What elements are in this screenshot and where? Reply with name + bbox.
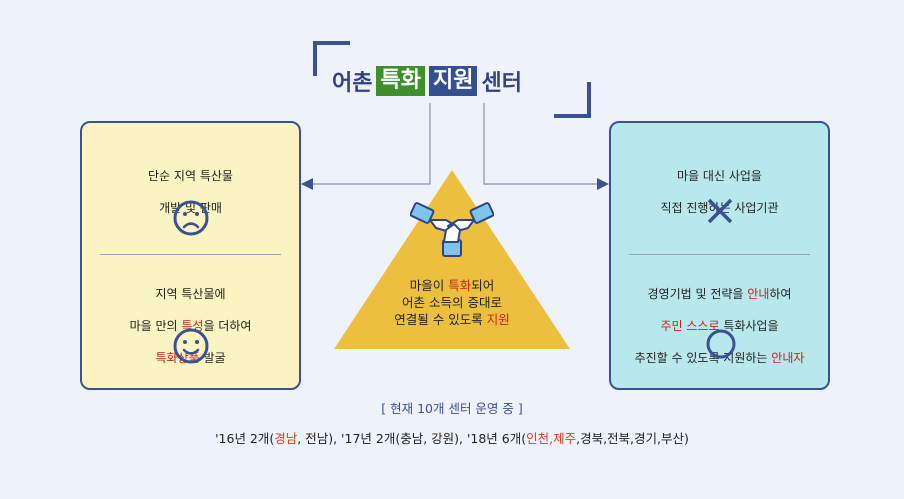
right-top-text: 마을 대신 사업을 직접 진행하는 사업기관: [611, 152, 828, 232]
top-left-bracket: [313, 41, 350, 76]
right-connector-line: [483, 103, 598, 185]
title-suffix: 센터: [481, 71, 522, 96]
center-triangle: [334, 170, 570, 349]
right-divider: [629, 254, 810, 255]
cross-icon: [707, 198, 733, 224]
left-bottom-line3-part: 발굴: [199, 351, 226, 365]
center-line1: 마을이 특화되어: [360, 277, 544, 294]
right-bottom-line2: 주민 스스로 특화사업을: [611, 318, 828, 334]
right-arrow-icon: [597, 178, 609, 190]
right-bottom-line1-part2: 하여: [769, 287, 792, 301]
right-bottom-line2-part: 특화사업을: [719, 319, 779, 333]
center-line1-highlight: 특화: [448, 278, 472, 293]
right-top-line1: 마을 대신 사업을: [677, 169, 762, 183]
page-title: 어촌 특화 지원 센터: [332, 66, 522, 96]
bottom-right-bracket: [554, 82, 591, 118]
history-part2: , 전남), '17년 2개(충남, 강원), '18년 6개(: [297, 431, 527, 446]
center-history: '16년 2개(경남, 전남), '17년 2개(충남, 강원), '18년 6…: [0, 428, 904, 447]
title-highlight-blue: 지원: [428, 66, 478, 96]
operation-status: [ 현재 10개 센터 운영 중 ]: [381, 401, 523, 416]
center-line3-part: 연결될 수 있도록: [394, 312, 487, 327]
center-description: 마을이 특화되어 어촌 소득의 증대로 연결될 수 있도록 지원: [360, 277, 544, 328]
title-prefix: 어촌: [332, 71, 373, 96]
right-bottom-line2-highlight: 주민 스스로: [660, 319, 720, 333]
right-bottom-line1: 경영기법 및 전략을 안내하여: [611, 286, 828, 302]
right-bottom-line3-highlight: 안내자: [771, 351, 805, 365]
left-connector-line: [312, 103, 431, 185]
left-bottom-text: 지역 특산물에 마을 만의 특성을 더하여 특화상품 발굴: [82, 270, 299, 382]
center-line2: 어촌 소득의 증대로: [402, 295, 502, 310]
right-bottom-text: 경영기법 및 전략을 안내하여 주민 스스로 특화사업을 추진할 수 있도록 지…: [611, 270, 828, 382]
history-highlight2: 인천,제주: [526, 431, 577, 446]
title-block: 어촌 특화 지원 센터: [312, 40, 592, 120]
right-top-line2: 직접 진행하는 사업기관: [660, 201, 779, 215]
left-arrow-icon: [301, 178, 313, 190]
center-line1-part2: 되어: [471, 278, 495, 293]
center-line3: 연결될 수 있도록 지원: [360, 311, 544, 328]
sad-face-icon: [173, 200, 209, 236]
history-part1: '16년 2개(: [215, 431, 275, 446]
right-bottom-line3-part: 추진할 수 있도록 지원하는: [634, 351, 772, 365]
joined-hands-icon: [410, 202, 494, 257]
right-bottom-line1-part1: 경영기법 및 전략을: [647, 287, 748, 301]
title-highlight-green: 특화: [376, 66, 425, 96]
history-part3: ,경북,전북,경기,부산): [576, 431, 689, 446]
center-line3-highlight: 지원: [486, 312, 510, 327]
left-top-line1: 단순 지역 특산물: [148, 169, 233, 183]
left-divider: [100, 254, 281, 255]
right-panel-business-agency: 마을 대신 사업을 직접 진행하는 사업기관 경영기법 및 전략을 안내하여 주…: [609, 121, 830, 390]
left-bottom-line1: 지역 특산물에: [155, 287, 226, 301]
circle-icon: [706, 329, 736, 359]
smile-face-icon: [173, 328, 209, 364]
left-bottom-line2-part2: 을 더하여: [203, 319, 252, 333]
history-highlight1: 경남: [274, 431, 298, 446]
left-panel-fishing-village-products: 단순 지역 특산물 개발 및 판매 지역 특산물에 마을 만의 특성을 더하여 …: [80, 121, 301, 390]
left-bottom-line2-part1: 마을 만의: [129, 319, 182, 333]
right-bottom-line1-highlight: 안내: [747, 287, 770, 301]
title-brackets: [313, 41, 591, 118]
center-line1-part1: 마을이: [409, 278, 449, 293]
